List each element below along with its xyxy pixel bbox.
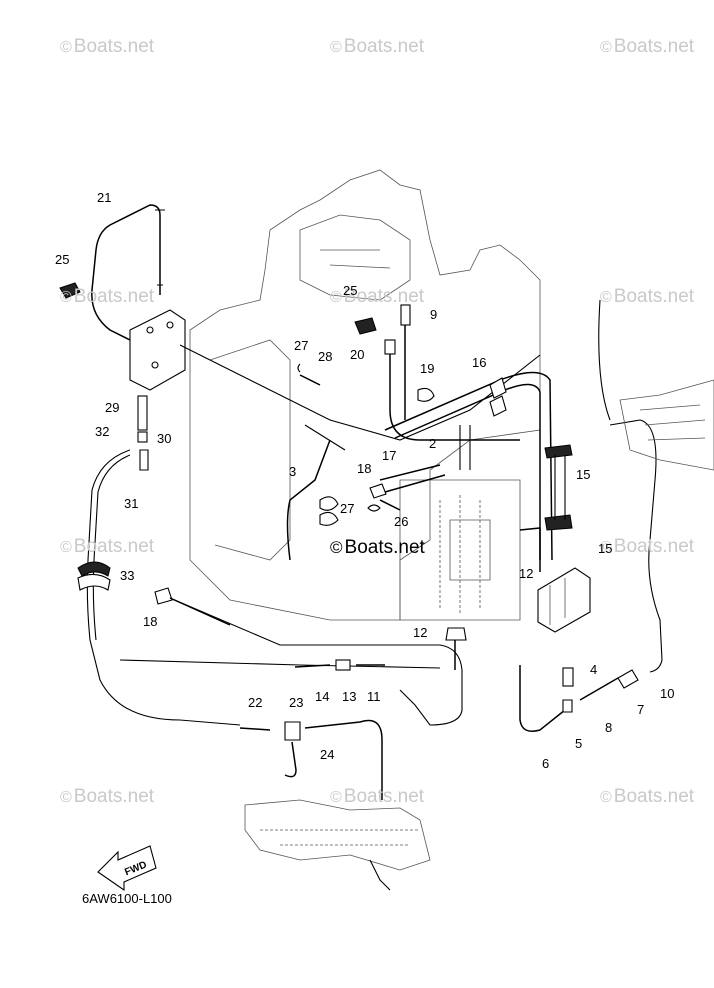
- callout-26: 26: [394, 514, 409, 529]
- engine-block-outline: [189, 169, 541, 621]
- joint-7: [617, 669, 639, 689]
- hose-21: [91, 204, 161, 341]
- callout-2: 2: [429, 436, 437, 451]
- callout-18: 18: [357, 461, 372, 476]
- tee-23: [284, 721, 301, 741]
- clamp-19: [417, 387, 435, 402]
- watermark: ©Boats.net: [60, 786, 155, 807]
- callout-7: 7: [637, 702, 645, 717]
- callout-31: 31: [124, 496, 139, 511]
- callout-24: 24: [320, 747, 335, 762]
- fuel-filter: [537, 567, 591, 633]
- hose-22: [239, 727, 271, 731]
- watermark: ©Boats.net: [330, 286, 425, 307]
- watermark: ©Boats.net: [60, 36, 155, 57]
- clamp-33: [77, 561, 111, 577]
- watermark: ©Boats.net: [600, 286, 695, 307]
- fitting-5: [562, 699, 573, 713]
- clamp-15-upper: [544, 444, 573, 459]
- clamp-15-lower: [544, 514, 573, 531]
- hose-14: [294, 664, 331, 668]
- callout-17: 17: [382, 448, 397, 463]
- clip-25-left: [59, 282, 81, 299]
- watermark: ©Boats.net: [60, 536, 155, 557]
- hose-8: [579, 677, 619, 701]
- callout-10: 10: [660, 686, 675, 701]
- hose-28: [299, 374, 321, 386]
- callout-14: 14: [315, 689, 330, 704]
- hose-24: [284, 741, 297, 778]
- callout-12: 12: [413, 625, 428, 640]
- callout-33: 33: [120, 568, 135, 583]
- fitting-31: [139, 449, 149, 471]
- joint-20: [384, 339, 396, 355]
- callout-3: 3: [289, 464, 297, 479]
- callout-6: 6: [542, 756, 550, 771]
- watermark: ©Boats.net: [600, 536, 695, 557]
- callout-25: 25: [55, 252, 70, 267]
- hose-10: [609, 419, 663, 673]
- hose-17: [379, 464, 441, 481]
- callout-29: 29: [105, 400, 120, 415]
- callout-28: 28: [318, 349, 333, 364]
- callout-30: 30: [157, 431, 172, 446]
- watermark: ©Boats.net: [330, 786, 425, 807]
- callout-4: 4: [590, 662, 598, 677]
- callout-8: 8: [605, 720, 613, 735]
- watermark: ©Boats.net: [330, 36, 425, 57]
- connector-12-lower: [445, 627, 467, 641]
- callout-15: 15: [598, 541, 613, 556]
- callout-16: 16: [472, 355, 487, 370]
- diagram-code: 6AW6100-L100: [82, 891, 172, 906]
- callout-32: 32: [95, 424, 110, 439]
- watermark: ©Boats.net: [600, 786, 695, 807]
- callout-9: 9: [430, 307, 438, 322]
- connector-18-left: [154, 587, 173, 605]
- joint-13: [335, 659, 351, 671]
- hose-32: [86, 449, 241, 726]
- callout-19: 19: [420, 361, 435, 376]
- callout-25: 25: [343, 283, 358, 298]
- joint-9: [400, 304, 411, 326]
- clamp-16: [489, 377, 507, 399]
- callout-23: 23: [289, 695, 304, 710]
- fuel-pump-assembly: [129, 309, 186, 391]
- callout-18: 18: [143, 614, 158, 629]
- callout-27: 27: [294, 338, 309, 353]
- callout-11: 11: [367, 689, 381, 704]
- fwd-arrow-icon: [97, 845, 157, 892]
- callout-22: 22: [248, 695, 263, 710]
- hose-3: [286, 439, 331, 561]
- clamp-3: [319, 496, 339, 511]
- callout-27: 27: [340, 501, 355, 516]
- connector-12-upper: [519, 527, 541, 572]
- connector-18-center: [369, 483, 387, 499]
- callout-13: 13: [342, 689, 357, 704]
- clip-25-center: [354, 317, 377, 335]
- hose-2: [384, 371, 553, 561]
- callout-12: 12: [519, 566, 534, 581]
- callout-21: 21: [97, 190, 112, 205]
- callout-5: 5: [575, 736, 583, 751]
- center-watermark: ©Boats.net: [330, 537, 425, 558]
- engine-base-outline: [244, 799, 431, 891]
- callout-15: 15: [576, 467, 591, 482]
- watermark: ©Boats.net: [600, 36, 695, 57]
- callout-20: 20: [350, 347, 365, 362]
- hose-6: [519, 665, 566, 732]
- fitting-4: [562, 667, 574, 687]
- hose-26: [379, 499, 401, 511]
- watermark: ©Boats.net: [60, 286, 155, 307]
